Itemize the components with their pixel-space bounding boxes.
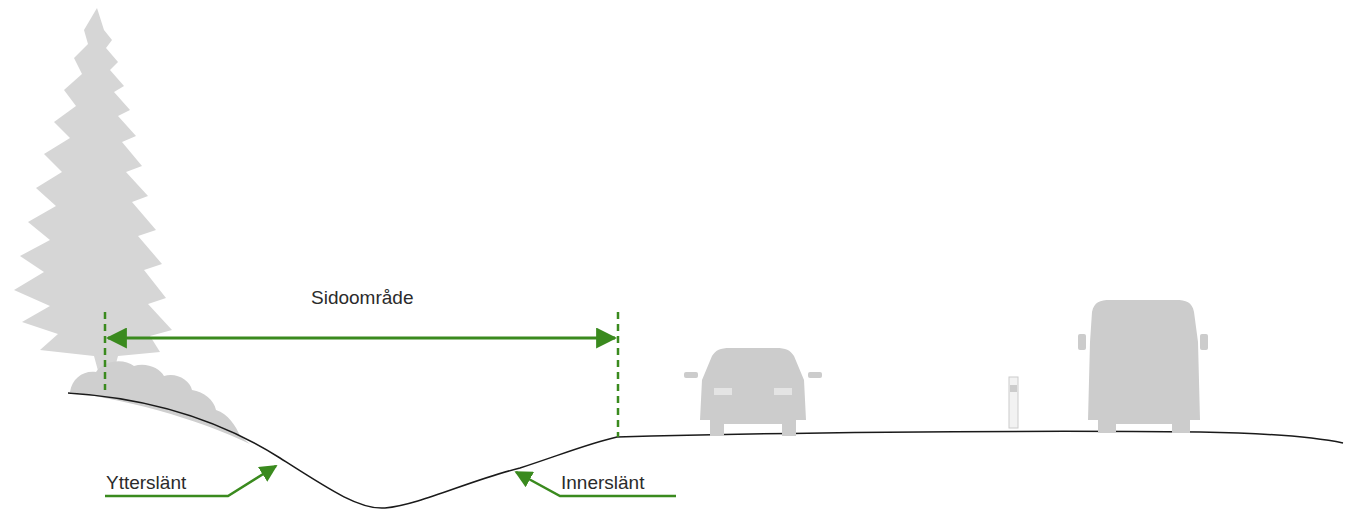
delineator-post	[1009, 377, 1018, 428]
van	[1078, 300, 1208, 433]
slope-label: Ytterslänt	[106, 472, 186, 494]
car	[684, 348, 822, 436]
slope-label: Innerslänt	[561, 472, 644, 494]
leader-lines	[105, 466, 676, 496]
side-area-dimension	[105, 312, 618, 437]
dimension-label: Sidoområde	[311, 287, 413, 309]
shrub	[70, 361, 250, 444]
spruce-tree	[14, 8, 172, 378]
